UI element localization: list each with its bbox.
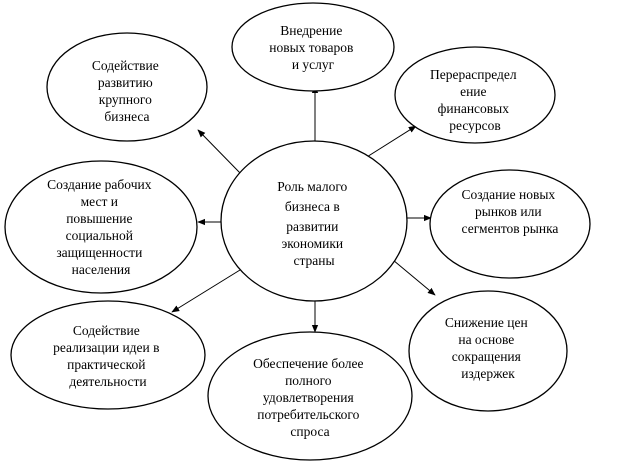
node-text: Обеспечение более полного удовлетворения…: [253, 356, 367, 439]
center-line: экономики: [281, 236, 343, 251]
node-line: Обеспечение более: [253, 356, 363, 371]
node-new-markets: Создание новых рынков или сегментов рынк…: [429, 169, 591, 279]
node-line: деятельности: [69, 374, 146, 389]
node-line: Содействие: [92, 58, 159, 73]
node-line: ресурсов: [449, 118, 501, 133]
node-line: бизнеса: [104, 109, 149, 124]
node-line: издержек: [461, 366, 515, 381]
arrow-to-ideas: [171, 269, 241, 313]
node-line: сегментов рынка: [462, 221, 559, 236]
node-line: сокращения: [452, 349, 521, 364]
center-line: страны: [293, 253, 334, 268]
node-text: Снижение цен на основе сокращения издерж…: [445, 315, 531, 381]
node-text: Создание новых рынков или сегментов рынк…: [461, 187, 558, 236]
node-line: Снижение цен: [445, 315, 528, 330]
node-text: Создание рабочих мест и повышение социал…: [47, 177, 155, 277]
arrow-to-redistribution: [361, 125, 417, 161]
node-line: Создание рабочих: [47, 177, 152, 192]
center-line: бизнеса в: [285, 199, 340, 214]
node-line: ение: [460, 84, 486, 99]
node-line: на основе: [458, 332, 514, 347]
center-text: Роль малого бизнеса в развитии экономики…: [277, 179, 350, 268]
node-line: повышение: [66, 211, 132, 226]
node-line: Содействие: [73, 323, 140, 338]
node-text: Перераспредел ение финансовых ресурсов: [430, 67, 520, 133]
node-line: Перераспредел: [430, 67, 517, 82]
node-line: потребительского: [257, 407, 359, 422]
node-line: полного: [285, 373, 332, 388]
node-line: Создание новых: [461, 187, 555, 202]
node-new-products: Внедрение новых товаров и услуг: [231, 2, 395, 92]
node-jobs: Создание рабочих мест и повышение социал…: [4, 160, 198, 294]
node-text: Содействие реализации идеи в практическо…: [53, 323, 163, 389]
node-line: рынков или: [475, 204, 542, 219]
node-line: практической: [67, 357, 145, 372]
node-line: новых товаров: [269, 40, 353, 55]
node-demand: Обеспечение более полного удовлетворения…: [207, 331, 413, 461]
node-line: и услуг: [292, 57, 335, 72]
node-line: населения: [72, 262, 131, 277]
arrow-to-big-business: [197, 129, 243, 176]
center-line: Роль малого: [277, 179, 347, 194]
node-line: финансовых: [438, 101, 510, 116]
node-price-reduction: Снижение цен на основе сокращения издерж…: [408, 290, 568, 412]
node-line: защищенности: [56, 245, 142, 260]
node-line: реализации идеи в: [53, 340, 159, 355]
arrow-to-price-reduction: [392, 259, 436, 296]
center-line: развитии: [286, 219, 338, 234]
connector-arrows: [171, 85, 436, 333]
node-line: Внедрение: [280, 23, 342, 38]
node-line: развитию: [98, 75, 153, 90]
center-node: Роль малого бизнеса в развитии экономики…: [220, 140, 408, 302]
node-line: мест и: [81, 194, 118, 209]
node-text: Содействие развитию крупного бизнеса: [92, 58, 162, 124]
node-text: Внедрение новых товаров и услуг: [269, 23, 356, 72]
node-redistribution: Перераспредел ение финансовых ресурсов: [394, 46, 556, 144]
node-ideas: Содействие реализации идеи в практическо…: [10, 300, 206, 410]
node-line: спроса: [290, 424, 329, 439]
node-line: удовлетворения: [263, 390, 354, 405]
node-big-business: Содействие развитию крупного бизнеса: [46, 32, 208, 142]
node-line: социальной: [66, 228, 133, 243]
node-line: крупного: [99, 92, 152, 107]
